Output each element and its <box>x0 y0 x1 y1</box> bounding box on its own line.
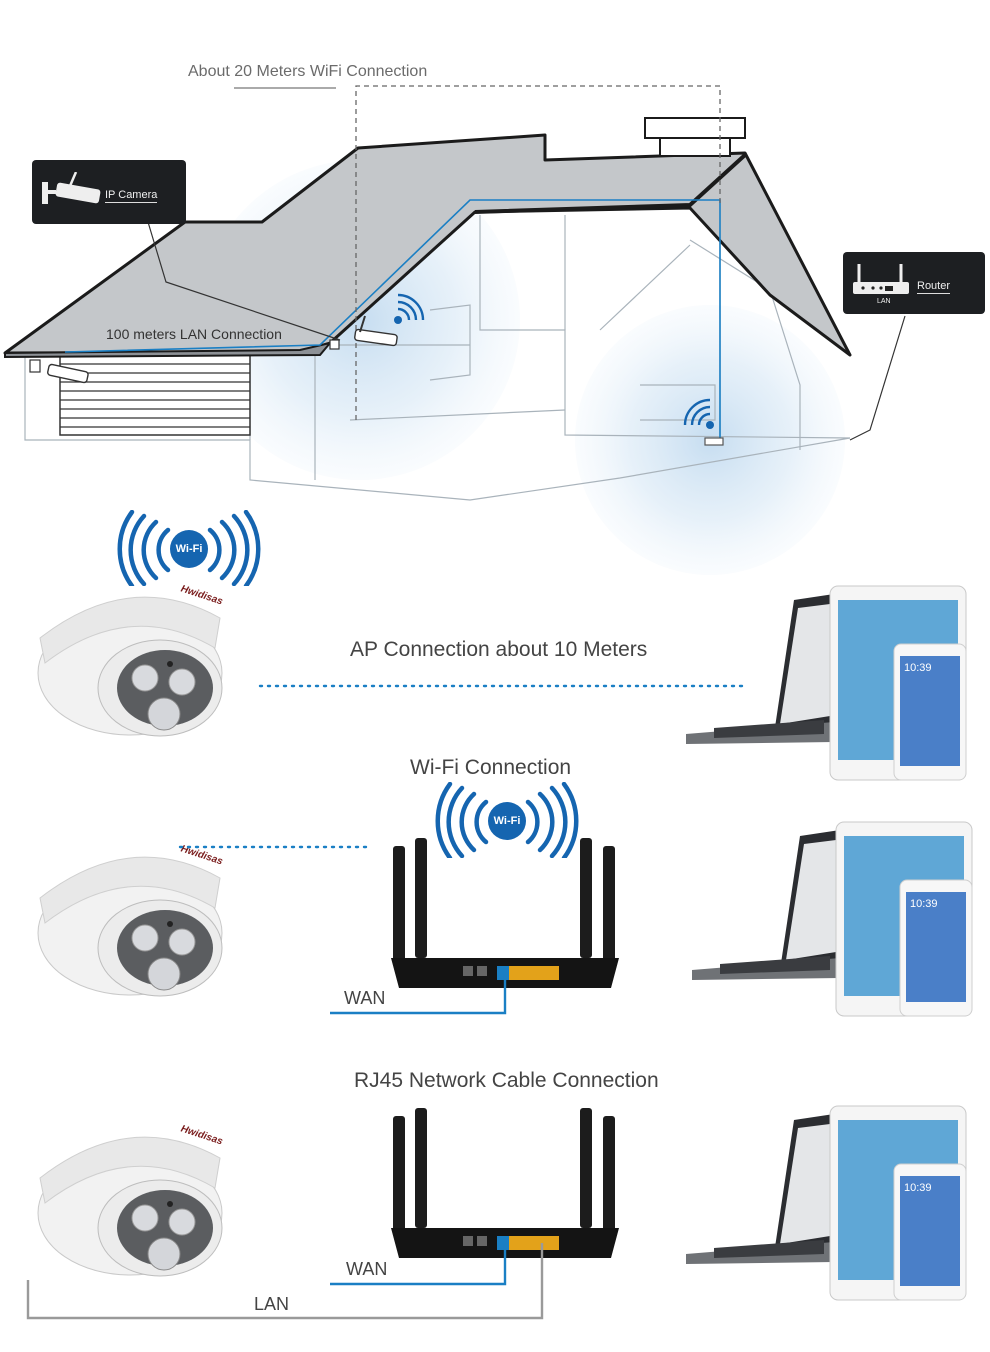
router-tag: LAN Router <box>843 252 985 314</box>
phone-clock-1: 10:39 <box>904 662 932 674</box>
wifi-section-title: Wi-Fi Connection <box>410 756 572 779</box>
indoor-router-icon <box>704 437 724 446</box>
garage-camera-icon <box>29 359 89 384</box>
wan-cable-3 <box>330 1243 507 1286</box>
client-devices-3-icon <box>686 1105 967 1301</box>
router-wifi-badge-icon <box>435 782 579 858</box>
house-diagram <box>3 85 906 575</box>
camera-wifi-badge-icon <box>117 510 261 586</box>
router-wifi-signal-icon <box>683 398 714 429</box>
dome-camera-2-icon <box>37 856 223 997</box>
connection-lines <box>26 684 747 1320</box>
house-roof <box>3 117 852 359</box>
client-devices-2-icon <box>692 821 973 1017</box>
wan-label-rj45: WAN <box>346 1259 388 1279</box>
camera-wifi-badge-text: Wi-Fi <box>175 543 203 555</box>
wall-camera-icon <box>329 315 398 350</box>
camera-wifi-signal-icon <box>394 293 425 324</box>
wifi-distance-label: About 20 Meters WiFi Connection <box>188 63 428 80</box>
wan-label-wifi: WAN <box>344 988 386 1008</box>
wan-cable-2 <box>330 973 507 1015</box>
dome-camera-1-icon <box>37 596 223 737</box>
rj45-section-title: RJ45 Network Cable Connection <box>354 1069 659 1092</box>
ip-camera-icon <box>42 172 101 204</box>
phone-clock-3: 10:39 <box>904 1182 932 1194</box>
router-port-label: LAN <box>877 298 891 305</box>
client-devices-1-icon <box>686 585 967 781</box>
ip-camera-tag: IP Camera <box>32 160 186 224</box>
garage-door <box>59 354 251 436</box>
wifi-distance-bracket <box>355 85 721 420</box>
lan-distance-label: 100 meters LAN Connection <box>106 326 282 342</box>
lan-cable-path <box>64 199 721 440</box>
ap-section-title: AP Connection about 10 Meters <box>350 638 648 661</box>
router-tag-label: Router <box>917 280 951 294</box>
router-icon <box>853 264 909 294</box>
lan-label-rj45: LAN <box>254 1294 290 1314</box>
lan-cable-3 <box>26 1243 544 1320</box>
router-wifi-badge-text: Wi-Fi <box>493 815 521 827</box>
dome-camera-3-icon <box>37 1136 223 1277</box>
phone-clock-2: 10:39 <box>910 898 938 910</box>
ip-camera-tag-label: IP Camera <box>105 189 158 203</box>
